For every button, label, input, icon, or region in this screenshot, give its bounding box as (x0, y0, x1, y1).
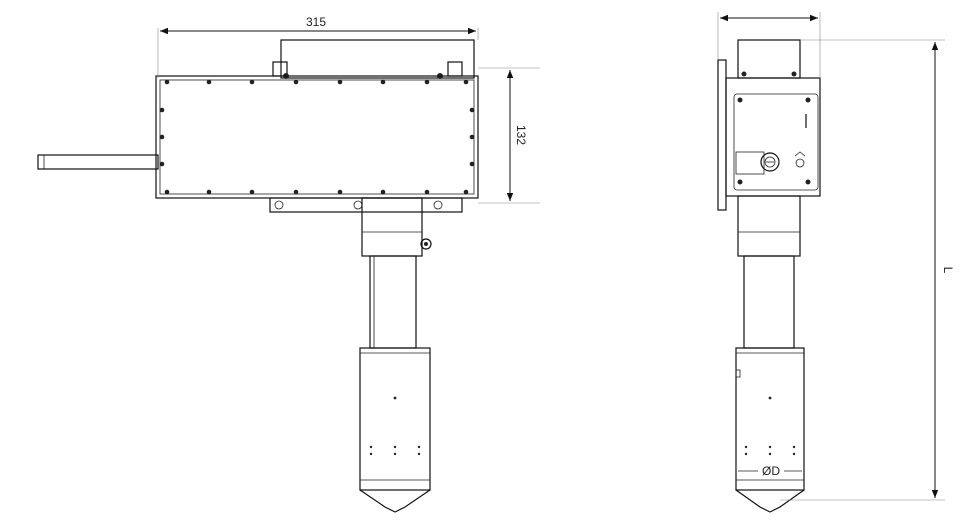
bolt-icon (469, 107, 475, 113)
bolt-icon (469, 134, 475, 140)
side-body (725, 77, 821, 197)
bolt-icon (206, 79, 212, 85)
bolt-icon (206, 189, 212, 195)
bolt-icon (249, 189, 255, 195)
side-width-dimension (717, 12, 821, 78)
top-handle (272, 39, 475, 79)
height-dimension: 132 (478, 67, 540, 204)
clamp-block (361, 197, 432, 257)
side-view: ØD L (717, 12, 955, 513)
bolt-icon (380, 79, 386, 85)
bolt-icon (293, 79, 299, 85)
height-label: 132 (514, 125, 528, 145)
bolt-icon (424, 189, 430, 195)
bolt-icon (293, 189, 299, 195)
bolt-icon (164, 189, 170, 195)
bottom-mount-bar (269, 197, 463, 213)
bolt-icon (249, 79, 255, 85)
length-dimension: L (780, 39, 955, 501)
bolt-icon (159, 107, 165, 113)
bolt-icon (380, 189, 386, 195)
bolt-icon (424, 79, 430, 85)
arrow-mark-icon (794, 151, 806, 168)
side-top-block (737, 39, 801, 79)
length-label: L (941, 267, 955, 274)
side-lower-block (737, 195, 801, 257)
nozzle-dots (369, 445, 421, 456)
side-shaft (37, 154, 159, 170)
housing-bolts (159, 79, 475, 195)
side-flange (717, 59, 727, 211)
side-nozzle: ØD (735, 347, 805, 513)
main-housing (155, 75, 479, 199)
bolt-icon (469, 161, 475, 167)
tube (369, 255, 417, 349)
front-view: 315 132 (37, 15, 540, 513)
bolt-icon (463, 189, 469, 195)
knob-icon (760, 152, 780, 172)
width-dimension: 315 (157, 15, 479, 78)
bolt-icon (159, 161, 165, 167)
nozzle (359, 347, 431, 513)
bolt-icon (463, 79, 469, 85)
bolt-icon (159, 134, 165, 140)
bolt-icon (337, 79, 343, 85)
bolt-icon (337, 189, 343, 195)
diameter-label: ØD (762, 464, 780, 478)
bolt-icon (164, 79, 170, 85)
width-label: 315 (306, 15, 326, 29)
side-tube (743, 255, 795, 349)
